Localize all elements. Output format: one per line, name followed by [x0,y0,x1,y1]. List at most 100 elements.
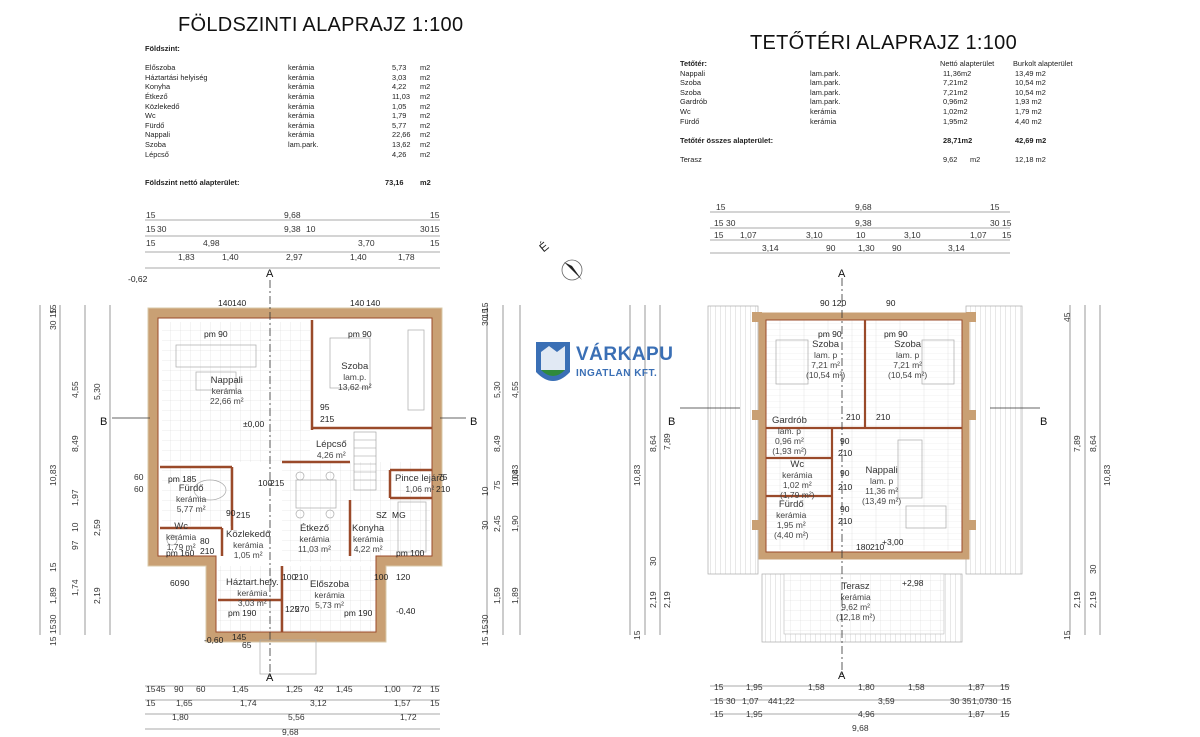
ground-inner-label: pm 90 [348,329,372,339]
ground-dim-right: 15 [480,302,490,312]
ground-dim-right: 75 [492,480,502,490]
dining-table [295,479,337,509]
attic-dim-top-3: 1,07 [740,230,757,240]
attic-dim-right: 15 [1062,630,1072,640]
ground-level: ±0,00 [243,419,265,429]
ground-inner-label: 215 [320,414,335,424]
room-name: Étkező [145,91,168,101]
room-material: kerámia [288,72,315,82]
room-net-area: 1,95m2 [943,116,968,126]
ground-section-lines [112,280,466,680]
room-text: 0,96 m² [775,436,804,446]
room-area: 4,22 [392,82,407,92]
ground-dim-bottom-2: 3,12 [310,698,327,708]
room-name: Háztartási helyiség [145,72,208,82]
ground-outer-outline [147,307,443,643]
room-material: kerámia [288,111,315,121]
room-text: 7,21 m² [893,360,923,370]
room-text: kerámia [840,592,871,602]
room-covered-area: 1,93 m2 [1015,97,1042,107]
room-material: kerámia [810,116,837,126]
attic-plan [629,211,1101,715]
ground-level: -0,62 [128,274,148,284]
room-text: kerámia [233,540,264,550]
ground-inner-label: 140 [232,298,247,308]
room-text: Nappali [210,375,243,386]
room-text: Közlekedő [226,529,271,540]
attic-inner-label: 90 [840,468,850,478]
attic-dim-bottom-1: 15 [714,682,724,692]
attic-dim-bottom-1: 15 [1000,682,1010,692]
room-net-area: 11,36m2 [943,68,972,78]
room-text: (1,79 m²) [780,490,815,500]
ground-dim-bottom-1: 1,00 [384,684,401,694]
room-area: 5,73 [392,63,407,73]
ground-dim-top-2: 9,38 [284,224,301,234]
ground-inner-label: 75 [438,472,448,482]
room-text: (4,40 m²) [774,530,809,540]
sofa [175,344,257,368]
attic-dim-right: 7,89 [1072,435,1082,452]
ground-dim-left: 2,19 [92,587,102,604]
room-text: kerámia [782,470,813,480]
ground-dim-left: 1,74 [70,579,80,596]
ground-inner-label: 140 [366,298,381,308]
attic-dim-bottom-2: 15 [714,696,724,706]
room-area: 3,03 [392,72,407,82]
room-text: (13,49 m²) [862,496,902,506]
attic-dim-left: 2,19 [662,591,672,608]
attic-dim-bottom-3: 15 [714,709,724,719]
attic-level: +2,98 [902,578,924,588]
room-area: 11,03 [392,91,410,101]
ground-dim-bottom-2: 15 [146,698,156,708]
ground-section-label: B [100,416,108,428]
logo-line2: INGATLAN KFT. [576,368,658,379]
ground-table-heading: Földszint: [145,44,180,53]
room-net-area: 7,21m2 [943,78,968,88]
attic-inner-label: 90 [886,298,896,308]
attic-dim-right: 2,19 [1088,591,1098,608]
ground-dim-right: 10 [480,486,490,496]
attic-dim-top-2: 15 [1002,218,1012,228]
north-arrow [561,259,583,281]
ground-dim-top-1: 15 [430,210,440,220]
attic-inner-label: 210 [870,542,885,552]
ground-inner-label: 95 [320,402,330,412]
attic-dim-top-3: 1,07 [970,230,987,240]
roof-right [965,305,1023,575]
ground-dim-left: 15 [48,562,58,572]
room-text: Szoba [341,361,369,372]
attic-exterior-line [765,319,963,553]
ground-inner-label: 140 [350,298,365,308]
ground-dim-left: 97 [70,540,80,550]
ground-dim-right: 30 [480,614,490,624]
bed-right [921,339,955,385]
attic-inner-label: 210 [876,412,891,422]
ground-dim-right: 1,59 [492,587,502,604]
attic-dim-lines [629,211,1101,715]
room-material: lam.park. [810,97,841,107]
attic-dim-bottom-1: 1,80 [858,682,875,692]
bathtub [193,479,227,501]
ground-dim-right: 8,49 [492,435,502,452]
ground-exterior-wall-line [157,317,433,633]
ground-dim-top-4: 1,83 [178,252,195,262]
attic-dim-right: 2,19 [1072,591,1082,608]
room-unit: m2 [420,101,431,111]
attic-beams [752,312,976,530]
attic-dim-bottom-3: 1,87 [968,709,985,719]
room-name: Lépcső [145,149,169,159]
ground-stairs [353,431,377,491]
room-text: (10,54 m²) [806,370,846,380]
ground-inner-label: pm 100 [396,548,425,558]
ground-inner-label: pm 160 [166,548,195,558]
ground-dim-bottom-2: 15 [430,698,440,708]
ground-dim-left: 2,59 [92,519,102,536]
